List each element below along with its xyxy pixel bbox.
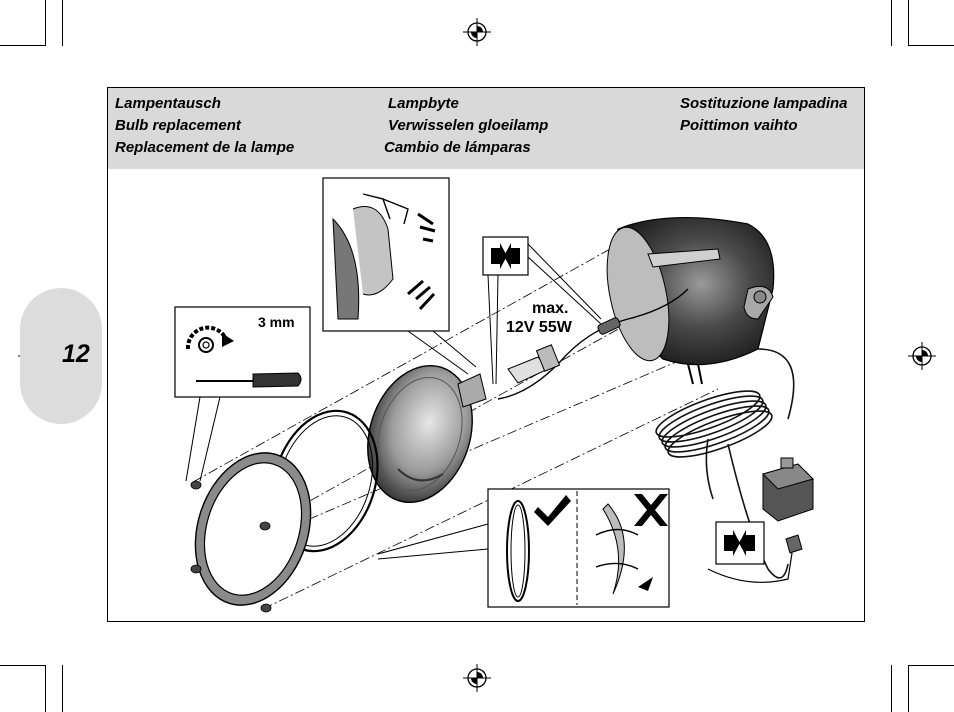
clip-detail — [332, 193, 436, 320]
page-tab — [20, 288, 102, 424]
heading-es: Cambio de lámparas — [384, 139, 531, 156]
crop-mark — [62, 0, 63, 46]
outer-ring — [194, 452, 312, 606]
cable-coil — [655, 348, 795, 579]
lens-insert — [367, 364, 487, 504]
check-icon — [534, 495, 571, 526]
crop-mark — [0, 45, 46, 46]
crop-mark — [908, 665, 954, 666]
heading-fr: Replacement de la lampe — [115, 139, 295, 156]
registration-mark-icon — [463, 18, 491, 46]
heading-en: Bulb replacement — [115, 117, 241, 134]
page-frame — [107, 87, 865, 622]
crop-mark — [891, 0, 892, 46]
bulb — [507, 344, 561, 384]
header-band — [108, 88, 864, 169]
crop-mark — [908, 0, 909, 46]
heading-sv: Lampbyte — [388, 95, 459, 112]
tool-size-label: 3 mm — [258, 314, 295, 330]
crop-mark — [891, 665, 892, 712]
relay — [707, 457, 814, 583]
screw — [190, 480, 272, 613]
gasket-orientation-panel — [487, 488, 670, 608]
heading-it: Sostituzione lampadina — [680, 95, 848, 112]
lamp-housing — [606, 216, 775, 385]
heading-fi: Poittimon vaihto — [680, 117, 798, 134]
connector-icon — [491, 243, 520, 269]
registration-mark-icon — [908, 342, 936, 370]
crop-mark — [0, 665, 46, 666]
connector-icon — [724, 530, 755, 556]
heading-nl: Verwisselen gloeilamp — [388, 117, 549, 134]
crop-mark — [908, 45, 954, 46]
page-number: 12 — [62, 340, 90, 368]
bulb-replacement-illustration — [174, 177, 814, 613]
screwdriver — [196, 372, 302, 388]
crop-mark — [62, 665, 63, 712]
cross-icon — [634, 494, 668, 526]
bulb-rating-label: max. — [532, 300, 569, 317]
crop-mark — [45, 665, 46, 712]
heading-de: Lampentausch — [115, 95, 221, 112]
registration-mark-icon — [463, 664, 491, 692]
crop-mark — [45, 0, 46, 46]
bulb-rating-value: 12V 55W — [506, 319, 572, 336]
crop-mark — [908, 665, 909, 712]
